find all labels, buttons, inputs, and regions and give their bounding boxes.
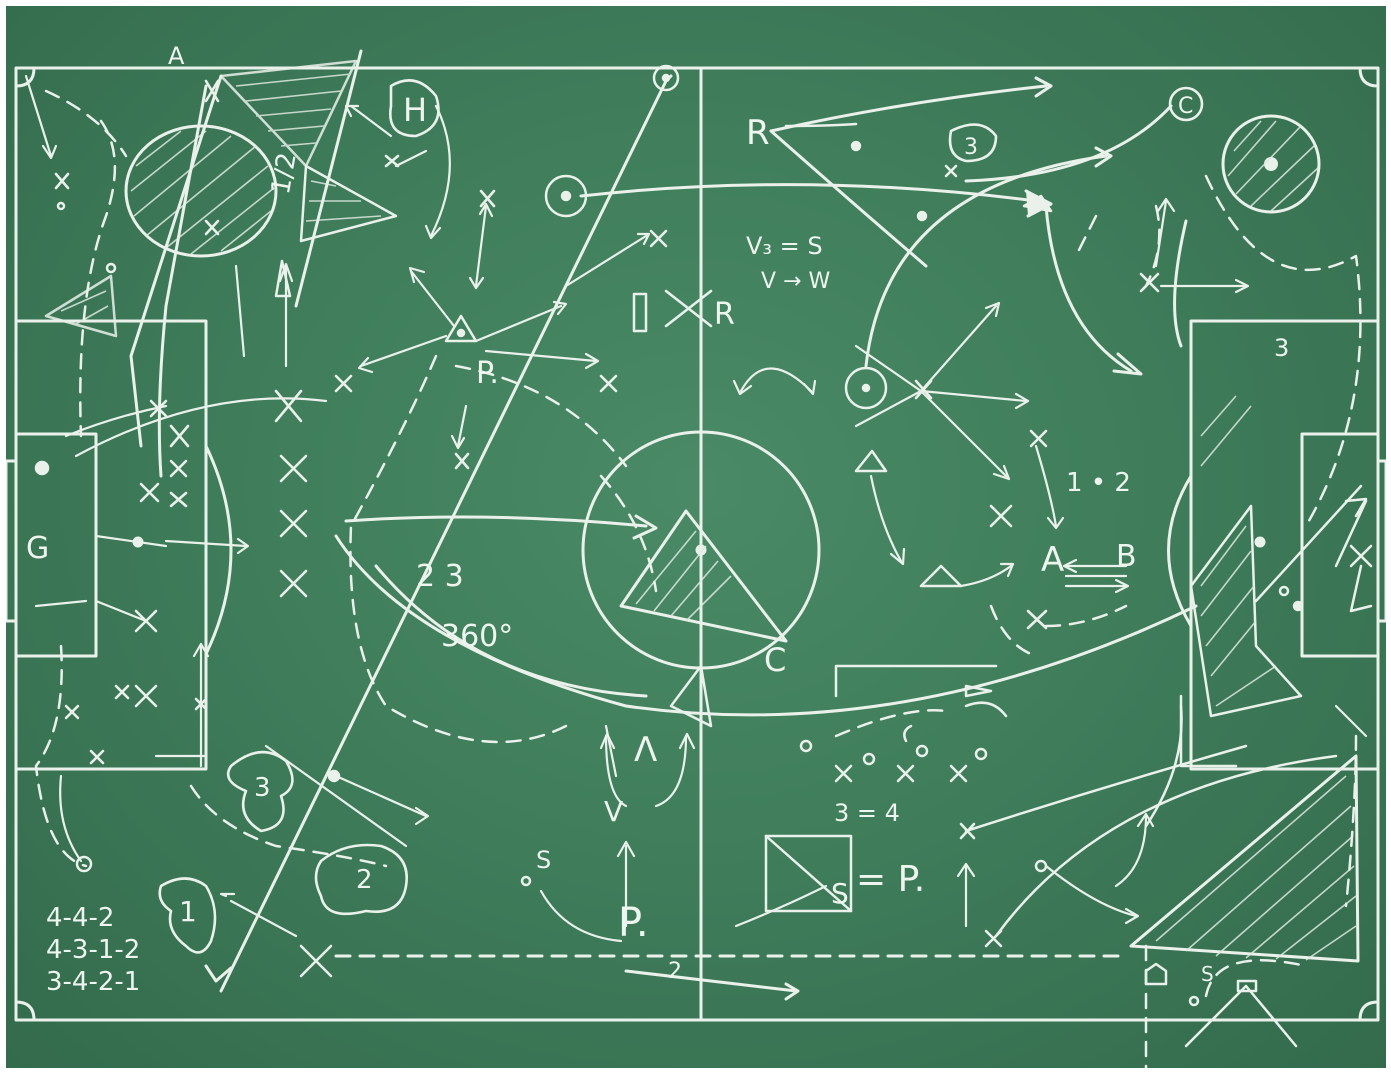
label-c-circle: C	[1178, 94, 1193, 119]
label-one-plus-two: 1 • 2	[1066, 468, 1131, 498]
left-penalty-arc	[206, 446, 231, 654]
label-blob1: 1	[179, 895, 197, 928]
label-two-three: 2 3	[416, 559, 464, 594]
corner-arc-bl	[16, 1002, 34, 1020]
label-r1: R	[746, 113, 770, 153]
formation-2: 4-3-1-2	[46, 935, 140, 965]
chalk-text: H 1/2 P. R R V₃ = S V → W C 3 G 2 3 360°…	[26, 42, 1289, 997]
corner-arc-tr	[1360, 68, 1378, 86]
label-blob3: 3	[254, 773, 271, 803]
tactics-drawing: H 1/2 P. R R V₃ = S V → W C 3 G 2 3 360°…	[6, 6, 1386, 1068]
label-p1: P.	[476, 356, 499, 391]
corner-arc-tl	[16, 68, 34, 86]
label-two-bottom: 2	[668, 959, 682, 984]
label-three-circle: 3	[964, 135, 978, 160]
crosses	[56, 81, 1371, 976]
corner-arc-br	[1360, 1002, 1378, 1020]
right-penalty-box	[1191, 321, 1378, 769]
label-degrees: 360°	[441, 619, 513, 654]
label-g: G	[26, 531, 49, 566]
label-b: B	[1116, 539, 1137, 574]
chalkboard: H 1/2 P. R R V₃ = S V → W C 3 G 2 3 360°…	[6, 6, 1386, 1068]
label-v3s: V₃ = S	[746, 232, 823, 260]
label-a: A	[1041, 540, 1064, 580]
label-s3: S	[1201, 962, 1214, 986]
hatched-triangle-bottomright	[1131, 756, 1358, 961]
label-blob2: 2	[356, 865, 373, 895]
hatched-zone-right	[1191, 396, 1301, 716]
label-h: H	[403, 91, 427, 129]
label-s1: S	[536, 846, 551, 874]
formation-3: 3-4-2-1	[46, 967, 140, 997]
right-penalty-spot	[1256, 538, 1264, 546]
formation-1: 4-4-2	[46, 903, 114, 933]
hatched-zone-topleft	[126, 126, 276, 256]
label-p2: P.	[618, 900, 649, 946]
label-v: V	[604, 795, 623, 828]
label-a-top: A	[168, 42, 185, 70]
label-c-mid: C	[764, 641, 786, 679]
label-r2: R	[714, 297, 735, 332]
label-lambda: Λ	[634, 730, 657, 770]
right-penalty-arc	[1169, 476, 1192, 626]
hatched-zone-topright	[1223, 116, 1319, 212]
label-s2: S	[831, 877, 849, 910]
right-goal-box	[1302, 434, 1378, 656]
hatched-triangle-center	[621, 511, 786, 726]
label-three-box: 3	[1274, 334, 1289, 362]
label-eq-p: = P.	[856, 859, 925, 900]
label-vw: V → W	[761, 269, 830, 294]
label-three-eq-four: 3 = 4	[834, 799, 900, 827]
label-half: 1/2	[266, 150, 303, 196]
